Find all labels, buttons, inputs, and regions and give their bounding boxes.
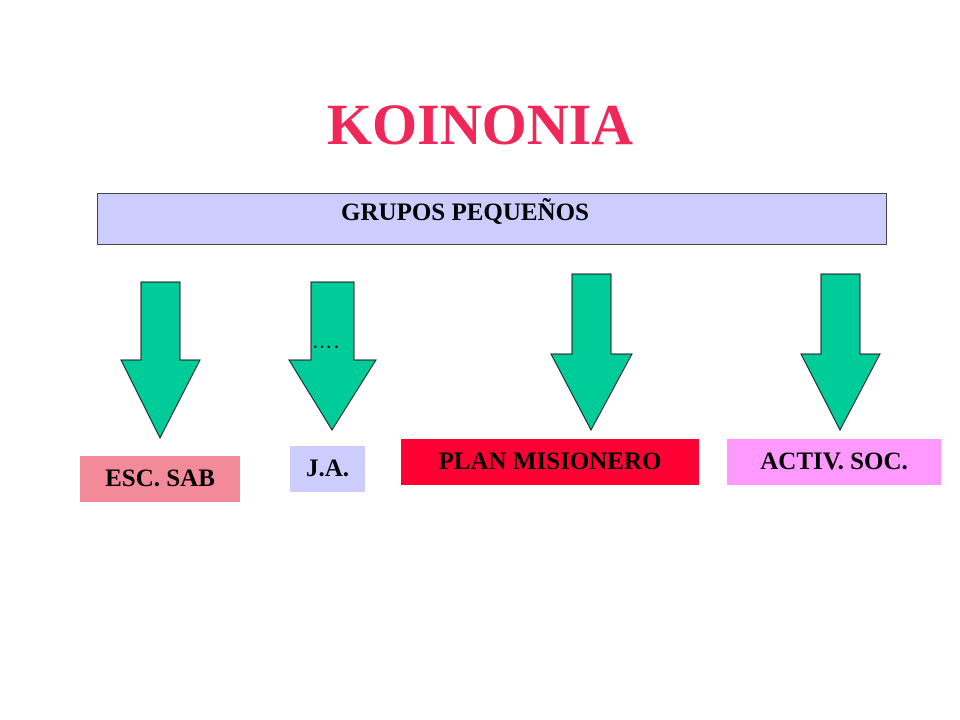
box-activ-soc: ACTIV. SOC. — [727, 439, 941, 485]
groups-banner: GRUPOS PEQUEÑOS — [97, 193, 887, 245]
arrow-down-plan-misionero — [550, 273, 633, 432]
groups-banner-label: GRUPOS PEQUEÑOS — [341, 199, 589, 226]
box-plan-misionero: PLAN MISIONERO — [401, 439, 699, 485]
box-ja: J.A. — [290, 446, 365, 492]
arrow-down-esc-sab — [120, 281, 201, 440]
arrow-down-ja — [288, 281, 377, 431]
box-esc-sab: ESC. SAB — [80, 456, 240, 502]
diagram-title: KOINONIA — [326, 92, 634, 157]
ellipsis-dots: …. — [312, 331, 341, 353]
arrow-down-activ-soc — [800, 273, 881, 432]
